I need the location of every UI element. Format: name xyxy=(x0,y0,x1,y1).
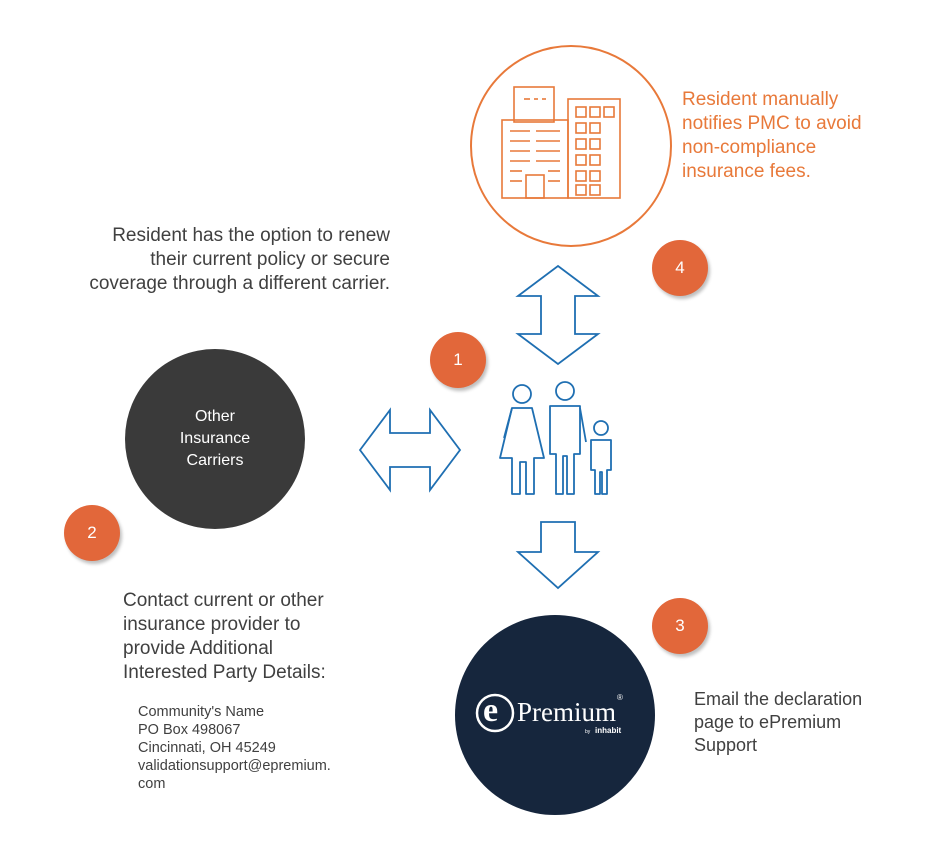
arrow-down-icon xyxy=(515,521,601,590)
family-icon xyxy=(499,381,612,495)
renew-option-note: Resident has the option to renew their c… xyxy=(40,224,390,296)
carriers-label-line: Other xyxy=(194,408,235,425)
other-carriers-circle: Other Insurance Carriers xyxy=(125,349,305,529)
address-email-line: com xyxy=(138,776,166,792)
step-badge-3: 3 xyxy=(652,598,708,654)
epremium-e-letter: e xyxy=(483,692,499,729)
address-line: PO Box 498067 xyxy=(138,722,241,738)
building-circle xyxy=(470,45,672,247)
interested-party-address: Community's Name PO Box 498067 Cincinnat… xyxy=(138,703,378,793)
epremium-wordmark: Premium xyxy=(517,697,616,727)
email-declaration-line: Support xyxy=(694,735,758,755)
address-line: Community's Name xyxy=(138,704,265,720)
pmc-notify-line: insurance fees. xyxy=(682,161,811,182)
pmc-notify-note: Resident manually notifies PMC to avoid … xyxy=(682,88,912,184)
email-declaration-line: page to ePremium xyxy=(694,712,842,732)
pmc-notify-line: notifies PMC to avoid xyxy=(682,113,862,134)
pmc-notify-line: Resident manually xyxy=(682,89,839,110)
pmc-notify-line: non-compliance xyxy=(682,137,817,158)
epremium-byline-brand: inhabit xyxy=(595,726,622,735)
renew-option-line: coverage through a different carrier. xyxy=(89,273,390,294)
double-arrow-horizontal-icon xyxy=(358,407,462,493)
step-badge-1: 1 xyxy=(430,332,486,388)
carriers-label-line: Insurance xyxy=(179,430,251,447)
address-email-line: validationsupport@epremium. xyxy=(138,758,331,774)
epremium-logo: e Premium ® by inhabit xyxy=(475,687,645,747)
email-declaration-line: Email the declaration xyxy=(694,689,863,709)
carriers-label-line: Carriers xyxy=(186,452,244,469)
contact-provider-note: Contact current or other insurance provi… xyxy=(123,589,383,685)
contact-provider-line: Interested Party Details: xyxy=(123,662,326,683)
contact-provider-line: provide Additional xyxy=(123,638,273,659)
double-arrow-vertical-icon xyxy=(515,264,601,366)
epremium-byline-prefix: by xyxy=(585,729,591,735)
step-badge-2: 2 xyxy=(64,505,120,561)
step-badge-4: 4 xyxy=(652,240,708,296)
epremium-circle: e Premium ® by inhabit xyxy=(455,615,655,815)
contact-provider-line: insurance provider to xyxy=(123,614,301,635)
building-icon xyxy=(501,86,621,199)
address-line: Cincinnati, OH 45249 xyxy=(138,740,276,756)
renew-option-line: Resident has the option to renew xyxy=(112,225,390,246)
epremium-registered-mark: ® xyxy=(617,693,623,702)
epremium-e-glyph xyxy=(475,693,515,733)
renew-option-line: their current policy or secure xyxy=(150,249,390,270)
email-declaration-note: Email the declaration page to ePremium S… xyxy=(694,688,914,757)
contact-provider-line: Contact current or other xyxy=(123,590,324,611)
